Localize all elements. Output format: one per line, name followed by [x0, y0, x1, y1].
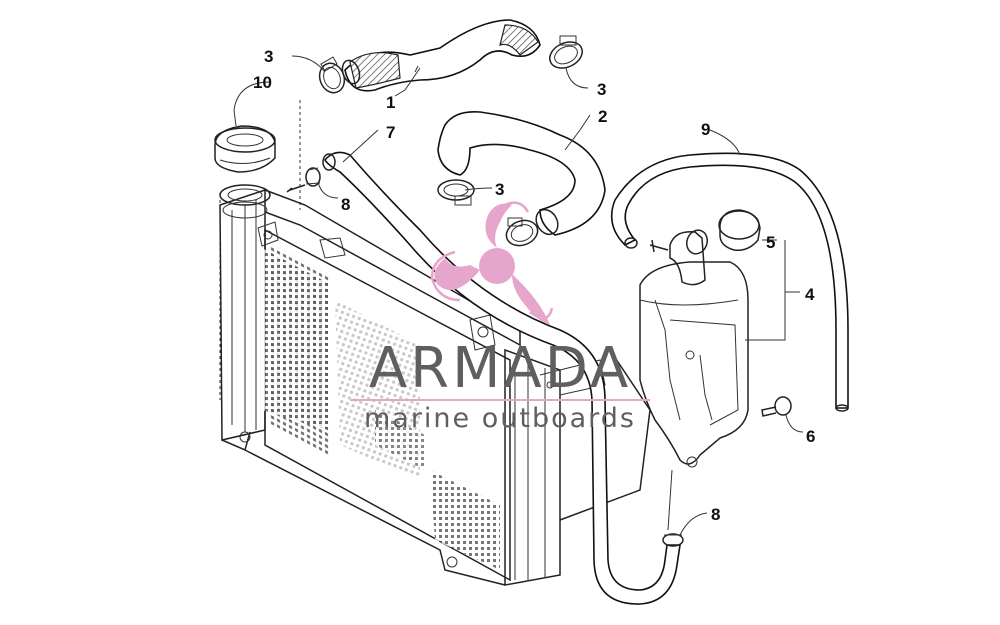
callout-2: 2	[598, 107, 607, 126]
reservoir-tank	[639, 229, 749, 468]
overflow-hose	[322, 151, 681, 605]
small-clamp	[286, 167, 321, 193]
hose-clamp	[318, 56, 346, 94]
hose-clamp	[549, 35, 583, 69]
callout-1: 1	[386, 93, 395, 112]
reservoir-cap	[718, 209, 761, 252]
watermark-tagline: marine outboards	[364, 403, 636, 434]
small-clamp	[662, 533, 684, 547]
callout-8: 8	[341, 195, 350, 214]
radiator	[219, 100, 651, 586]
upper-hose	[341, 19, 541, 92]
callout-9: 9	[701, 120, 710, 139]
callout-numbers: 3 10 1 7 8 3 2 3 9 5 4 6 8	[253, 47, 815, 524]
hose-clamp	[437, 179, 475, 206]
callout-7: 7	[386, 123, 395, 142]
callout-10: 10	[253, 73, 272, 92]
lower-hose	[437, 110, 606, 236]
callout-6: 6	[806, 427, 815, 446]
watermark-brand: ARMADA	[369, 336, 631, 401]
leader-lines	[233, 55, 804, 536]
callout-5: 5	[766, 233, 775, 252]
radiator-cap	[214, 125, 276, 173]
hose-clamp	[505, 217, 539, 247]
callout-3: 3	[495, 180, 504, 199]
callout-8: 8	[711, 505, 720, 524]
watermark: ARMADA marine outboards	[350, 201, 650, 434]
callout-4: 4	[805, 285, 815, 304]
vent-hose	[610, 152, 849, 412]
callout-3: 3	[597, 80, 606, 99]
propeller-logo	[430, 201, 554, 325]
callout-3: 3	[264, 47, 273, 66]
bolt	[761, 396, 792, 417]
